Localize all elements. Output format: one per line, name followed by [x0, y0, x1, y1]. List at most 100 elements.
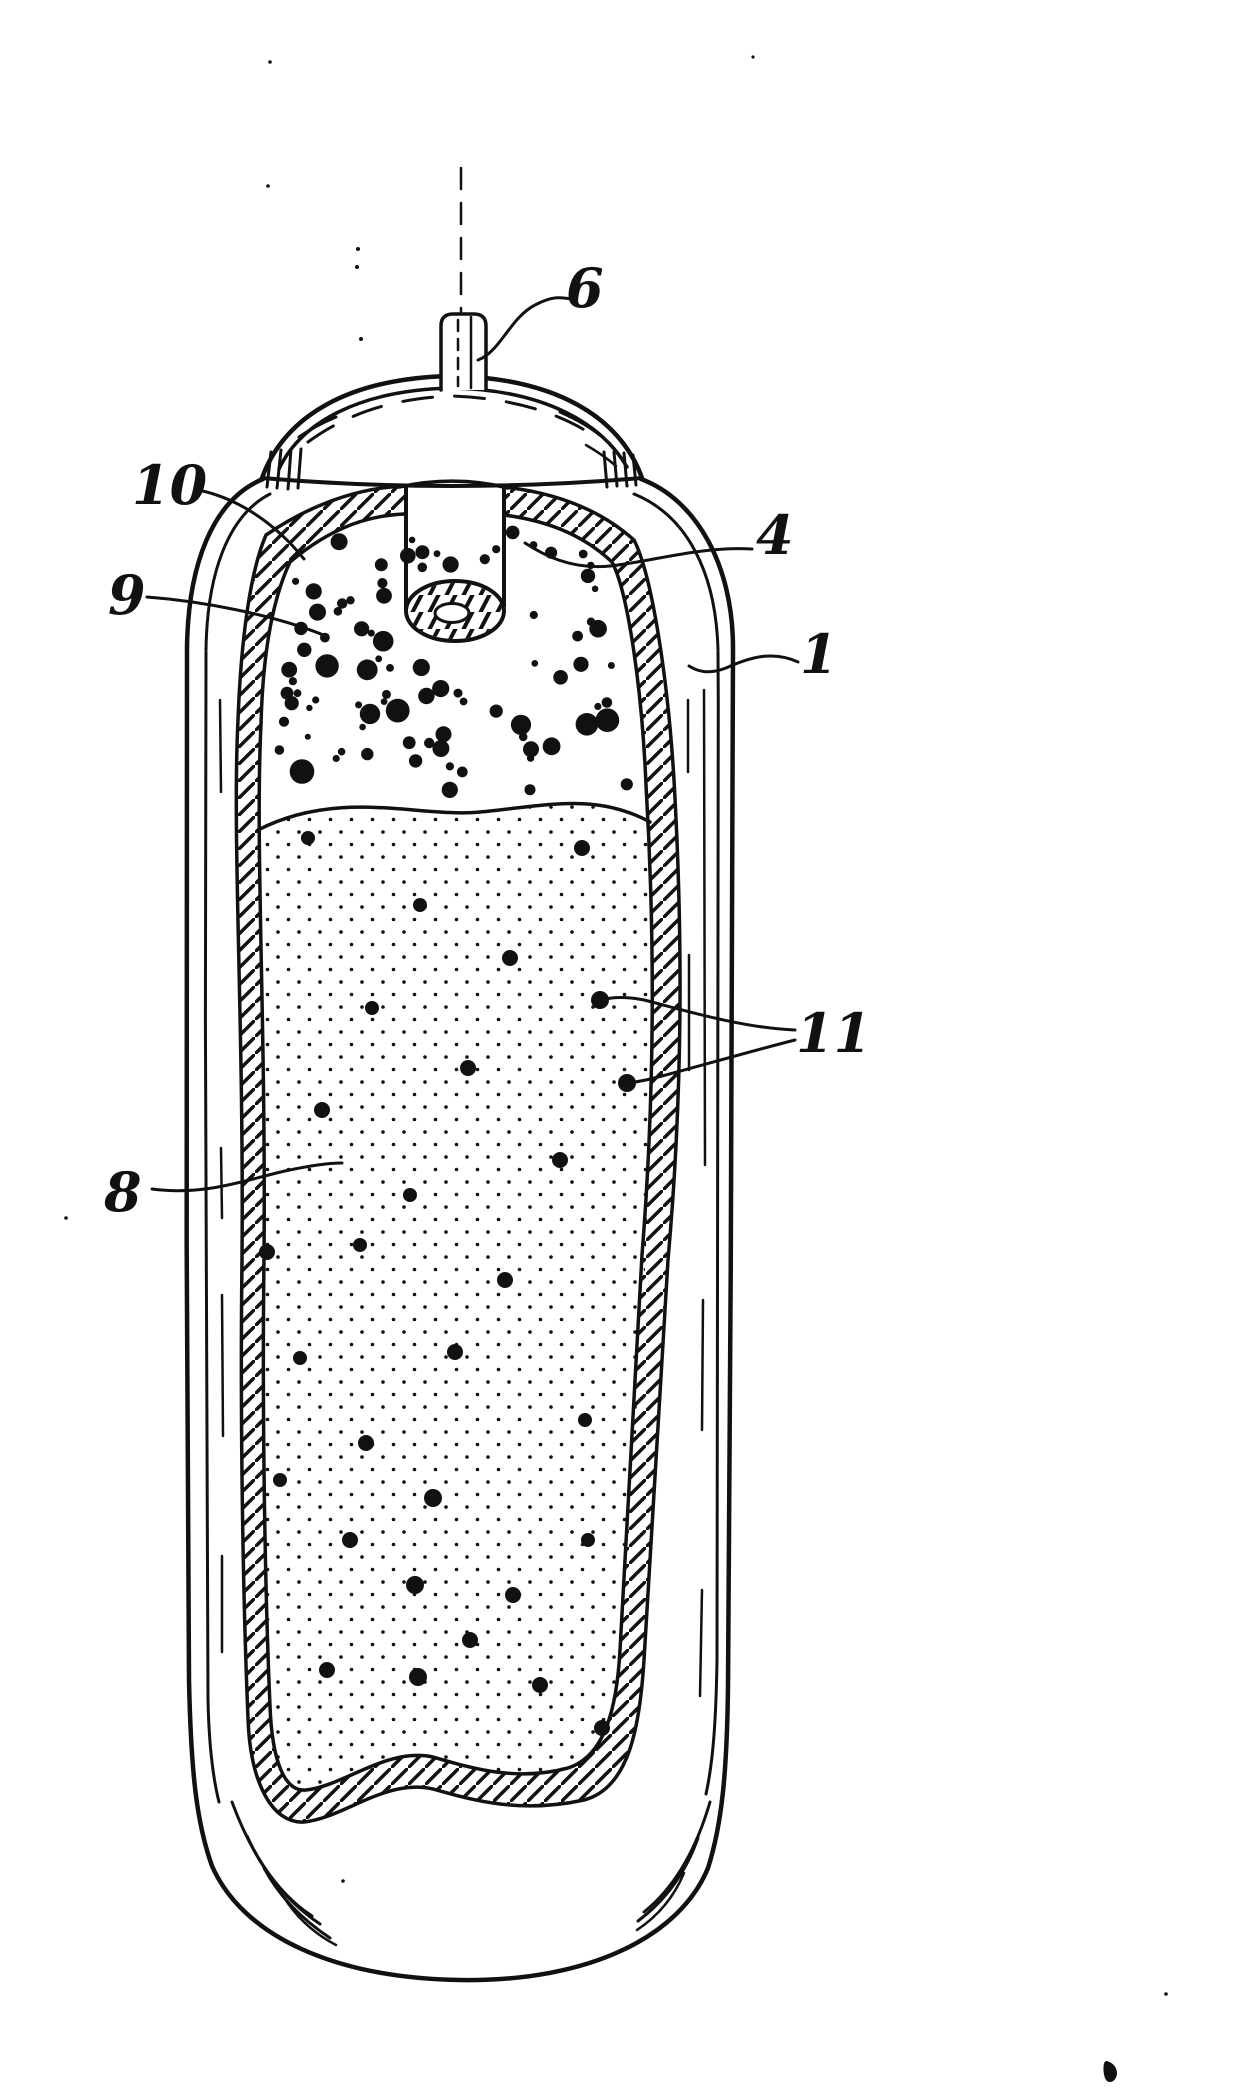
propellant-droplet: [412, 658, 430, 677]
propellant-droplet: [529, 610, 538, 620]
propellant-droplet: [281, 661, 298, 678]
propellant-droplet: [523, 741, 539, 758]
propellant-droplet: [424, 737, 435, 749]
propellant-droplet: [620, 778, 633, 791]
propellant-droplet: [586, 617, 596, 626]
propellant-droplet: [408, 754, 423, 768]
propellant-droplet: [333, 607, 343, 616]
propellant-droplet: [304, 733, 311, 740]
propellant-droplet: [382, 689, 391, 699]
propellant-droplet: [330, 533, 348, 551]
suspended-particle: [358, 1435, 374, 1451]
propellant-droplet: [418, 687, 435, 705]
suspended-particle: [365, 1001, 379, 1015]
propellant-droplet: [332, 754, 340, 763]
propellant-droplet: [408, 536, 416, 544]
propellant-droplet: [433, 550, 441, 558]
propellant-droplet: [312, 696, 320, 704]
suspended-particle: [424, 1489, 442, 1507]
suspended-particle: [409, 1668, 427, 1686]
propellant-droplet: [367, 629, 375, 637]
tube-opening: [433, 602, 471, 624]
suspended-particle: [413, 898, 427, 912]
propellant-droplet: [510, 714, 532, 735]
ref-label-8: 8: [103, 1160, 142, 1224]
suspended-particle: [460, 1060, 476, 1076]
propellant-droplet: [578, 549, 588, 559]
propellant-droplet: [361, 747, 374, 761]
leader-8: [150, 1161, 344, 1193]
suspended-particles: [259, 831, 636, 1736]
outer-can: [184, 476, 736, 1983]
propellant-droplet: [356, 659, 378, 681]
propellant-droplet: [456, 766, 468, 778]
suspended-particle: [574, 840, 590, 856]
propellant-droplet: [441, 781, 458, 799]
suspended-particle: [552, 1152, 568, 1168]
propellant-droplet: [274, 745, 285, 755]
suspended-particle: [618, 1074, 636, 1092]
valve-stem: [439, 312, 488, 392]
leader-lines: [145, 296, 800, 1193]
propellant-droplet: [531, 660, 539, 667]
propellant-droplet: [337, 747, 346, 756]
suspended-particle: [403, 1188, 417, 1202]
propellant-droplet: [359, 703, 381, 725]
propellant-headspace: [274, 525, 633, 799]
propellant-droplet: [594, 702, 602, 711]
propellant-droplet: [505, 525, 520, 540]
suspended-particle: [497, 1272, 513, 1288]
propellant-droplet: [375, 655, 383, 663]
propellant-droplet: [575, 713, 599, 736]
propellant-droplet: [376, 587, 392, 604]
leader-4: [523, 541, 754, 569]
propellant-droplet: [595, 708, 620, 732]
suspended-particle: [301, 831, 315, 845]
suspended-particle: [581, 1533, 595, 1547]
ref-label-10: 10: [132, 453, 207, 517]
propellant-droplet: [591, 585, 599, 593]
dip-tube: [260, 458, 644, 643]
propellant-droplet: [400, 547, 416, 564]
suspended-particle: [259, 1244, 275, 1260]
propellant-droplet: [359, 723, 366, 731]
propellant-droplet: [415, 545, 430, 560]
suspended-particle: [578, 1413, 592, 1427]
ref-label-6: 6: [566, 256, 604, 320]
can-wall-shading: [218, 688, 712, 1947]
propellant-droplet: [580, 568, 596, 584]
propellant-droplet: [492, 545, 501, 554]
suspended-particle: [353, 1238, 367, 1252]
leader-9: [145, 595, 328, 638]
propellant-droplet: [489, 704, 503, 718]
suspended-particle: [273, 1473, 287, 1487]
suspended-particle: [293, 1351, 307, 1365]
propellant-droplet: [293, 689, 302, 698]
ref-label-4: 4: [756, 503, 794, 567]
propellant-droplet: [607, 662, 615, 669]
leader-6: [476, 296, 574, 362]
propellant-droplet: [297, 642, 312, 657]
propellant-droplet: [385, 698, 410, 723]
propellant-droplet: [417, 562, 428, 573]
propellant-droplet: [380, 698, 388, 705]
propellant-droplet: [553, 670, 568, 685]
propellant-droplet: [542, 737, 561, 756]
ref-label-9: 9: [108, 563, 146, 627]
suspended-particle: [502, 950, 518, 966]
propellant-droplet: [315, 654, 339, 678]
ink-blot: [1103, 2061, 1117, 2083]
leader-11-upper: [600, 996, 797, 1032]
suspended-particle: [462, 1632, 478, 1648]
reference-numerals: 6 10 9 4 1 11 8: [103, 256, 871, 1224]
propellant-droplet: [354, 621, 370, 637]
ref-label-11: 11: [796, 1001, 871, 1065]
propellant-droplet: [524, 784, 536, 796]
propellant-droplet: [432, 740, 450, 757]
propellant-droplet: [377, 578, 388, 589]
suspended-particle: [447, 1344, 463, 1360]
leader-11-lower: [627, 1038, 797, 1085]
propellant-droplet: [479, 554, 490, 565]
